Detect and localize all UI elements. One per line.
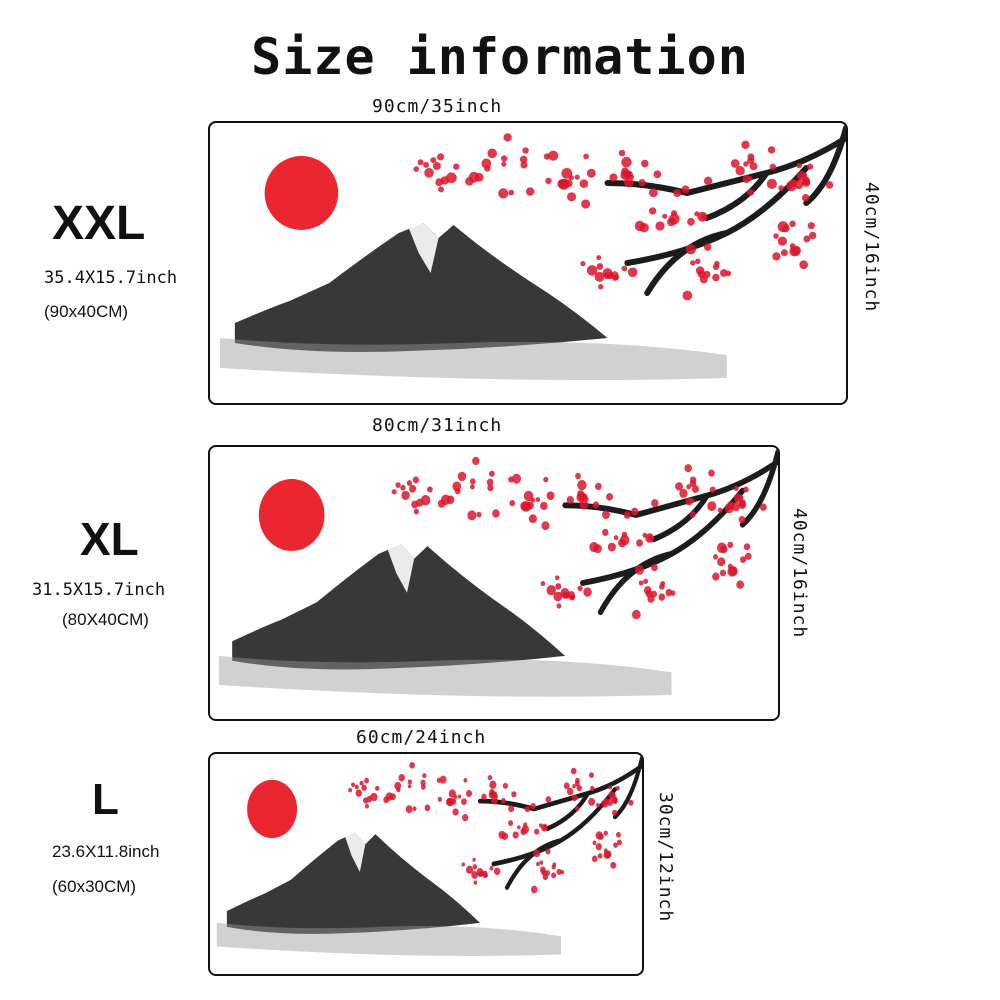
ink-landscape-artwork <box>219 125 846 381</box>
size-label-xl: XL <box>80 513 139 565</box>
width-dimension-xxl: 90cm/35inch <box>372 96 503 117</box>
size-cm-l: (60x30CM) <box>52 877 137 896</box>
width-dimension-xl: 80cm/31inch <box>372 415 503 436</box>
mousepad-xl <box>208 445 780 721</box>
mousepad-l <box>208 752 644 976</box>
size-label-l: L <box>92 775 119 824</box>
size-inch-xl: 31.5X15.7inch <box>32 580 166 600</box>
mousepad-xxl <box>208 121 848 405</box>
width-dimension-l: 60cm/24inch <box>356 727 487 748</box>
size-cm-xxl: (90x40CM) <box>44 302 129 321</box>
size-cm-xl: (80X40CM) <box>62 610 149 629</box>
size-inch-xxl: 35.4X15.7inch <box>44 268 178 288</box>
ink-landscape-artwork <box>218 448 778 697</box>
height-dimension-l: 30cm/12inch <box>655 792 676 923</box>
size-inch-l: 23.6X11.8inch <box>52 842 160 861</box>
height-dimension-xxl: 40cm/16inch <box>861 182 882 313</box>
page-title: Size information <box>251 28 749 86</box>
height-dimension-xl: 40cm/16inch <box>789 508 810 639</box>
ink-landscape-artwork <box>216 755 642 956</box>
size-label-xxl: XXL <box>52 197 146 250</box>
